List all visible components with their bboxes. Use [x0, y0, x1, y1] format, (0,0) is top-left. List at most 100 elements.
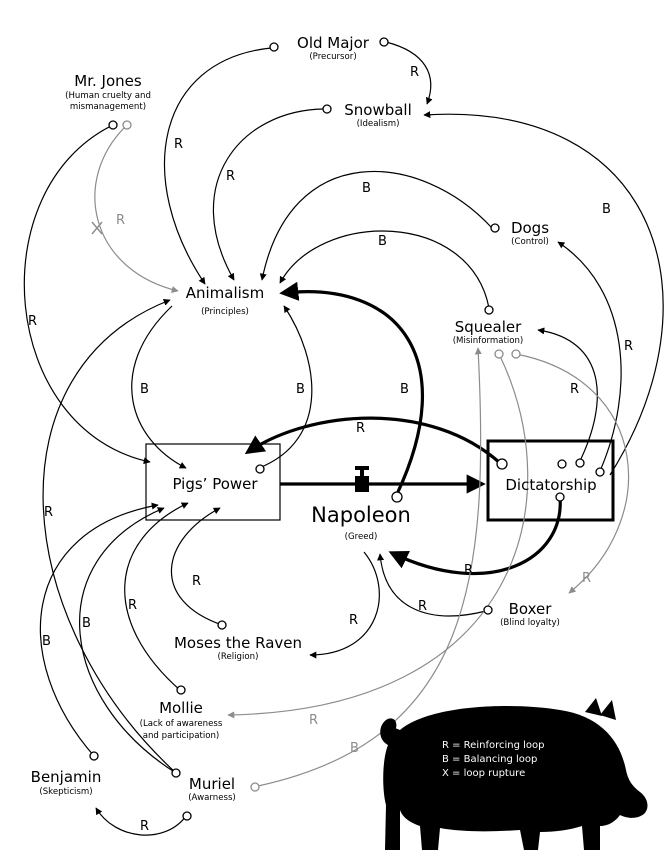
loop-label-r-grey: R: [582, 571, 591, 586]
loop-label-r: R: [464, 563, 473, 578]
origin-dot-dict-4: [595, 467, 605, 477]
animalism-desc: (Principles): [201, 307, 249, 317]
squealer-desc: (Misinformation): [453, 336, 524, 346]
origin-dot-moses: [217, 620, 227, 630]
link-snowball-animalism: [212, 108, 325, 281]
origin-dot-old-major-left: [269, 42, 279, 52]
loop-label-b: B: [378, 234, 387, 249]
loop-label-r: R: [624, 339, 633, 354]
link-dictatorship-pigspower: [244, 416, 502, 465]
dogs-name: Dogs: [511, 219, 549, 237]
link-dict-squealer: [537, 327, 598, 464]
mollie-name: Mollie: [159, 699, 203, 717]
origin-dot-mollie: [176, 685, 186, 695]
origin-dot-boxer: [483, 605, 493, 615]
legend-rupture: X = loop rupture: [442, 768, 525, 779]
link-napoleon-animalism: [279, 281, 424, 495]
loop-label-b-grey: B: [350, 741, 359, 756]
benjamin-desc: (Skepticism): [39, 787, 92, 797]
old-major-desc: (Precursor): [309, 52, 356, 62]
link-squealer-animalism: [279, 230, 490, 309]
loop-label-b: B: [82, 616, 91, 631]
loop-label-r: R: [192, 574, 201, 589]
loop-label-r: R: [44, 505, 53, 520]
animalism-name: Animalism: [186, 284, 265, 302]
loop-label-r: R: [356, 421, 365, 436]
origin-dot-dogs: [490, 223, 500, 233]
loop-label-b: B: [362, 181, 371, 196]
squealer-name: Squealer: [455, 318, 522, 336]
origin-dot-squealer-grey1: [494, 349, 504, 359]
origin-dot-snowball: [322, 104, 332, 114]
loop-label-b: B: [400, 382, 409, 397]
link-benjamin-pigspower: [39, 502, 159, 757]
link-oldmajor-snowball: [385, 41, 433, 105]
napoleon-desc: (Greed): [345, 532, 378, 542]
moses-name: Moses the Raven: [174, 634, 302, 652]
link-moses-pigspower: [170, 507, 223, 626]
link-muriel-animalism: [42, 299, 177, 774]
loop-label-r: R: [418, 599, 427, 614]
muriel-desc: (Awarness): [188, 793, 236, 803]
link-mrjones-animalism-ruptured: [94, 124, 179, 293]
loop-label-r-grey: R: [309, 713, 318, 728]
origin-dot-mrjones-black: [108, 120, 118, 130]
link-dict-snowball: [423, 111, 664, 476]
pig-silhouette: [380, 698, 648, 850]
link-pigspower-animalism: [258, 305, 313, 469]
boxer-desc: (Blind loyalty): [500, 618, 560, 628]
link-squealer-mollie: [227, 353, 529, 719]
link-squealer-boxer: [515, 353, 629, 594]
link-muriel-benjamin: [95, 807, 187, 836]
muriel-name: Muriel: [189, 775, 235, 793]
origin-dot-dict-3: [575, 458, 585, 468]
mollie-desc-1: (Lack of awareness: [140, 719, 223, 729]
origin-dot-napoleon: [391, 491, 403, 503]
loop-label-r-ruptured: R: [116, 213, 125, 228]
loop-label-r: R: [226, 169, 235, 184]
benjamin-name: Benjamin: [31, 768, 102, 786]
loop-label-r: R: [410, 65, 419, 80]
link-oldmajor-animalism: [163, 47, 272, 285]
origin-dot-mrjones-grey: [122, 120, 132, 130]
origin-dot-squealer-grey2: [511, 349, 521, 359]
loop-label-r: R: [570, 382, 579, 397]
napoleon-name: Napoleon: [311, 503, 411, 527]
mollie-desc-2: and participation): [143, 731, 220, 741]
moses-desc: (Religion): [218, 652, 259, 662]
link-muriel-squealer: [257, 347, 482, 787]
link-muriel-pigspower: [79, 507, 177, 774]
loop-label-r: R: [28, 314, 37, 329]
link-dictatorship-napoleon: [388, 496, 562, 576]
origin-dot-muriel-left: [171, 768, 181, 778]
mr-jones-desc-2: mismanagement): [70, 102, 146, 112]
loop-label-r: R: [140, 819, 149, 834]
dictatorship-box: [486, 439, 615, 522]
origin-dot-pigspower: [255, 464, 265, 474]
mr-jones-desc-1: (Human cruelty and: [65, 91, 151, 101]
valve-handle: [355, 466, 369, 470]
valve-stem: [360, 469, 364, 476]
origin-dot-dict-1: [496, 458, 508, 470]
link-mrjones-pigspower: [23, 124, 151, 465]
legend-reinforcing: R = Reinforcing loop: [442, 740, 545, 751]
dogs-desc: (Control): [511, 237, 549, 247]
legend-balancing: B = Balancing loop: [442, 754, 537, 765]
loop-label-r: R: [174, 137, 183, 152]
link-mollie-pigspower: [124, 502, 189, 692]
mr-jones-name: Mr. Jones: [74, 72, 142, 90]
pigs-power-name: Pigs’ Power: [172, 475, 258, 493]
rupture-x-mark: [91, 221, 103, 235]
old-major-name: Old Major: [297, 34, 370, 52]
loop-label-b: B: [602, 202, 611, 217]
loop-label-b: B: [140, 382, 149, 397]
origin-dot-old-major-right: [379, 37, 389, 47]
origin-dot-muriel-grey: [250, 782, 260, 792]
snowball-name: Snowball: [344, 101, 412, 119]
origin-dot-benjamin: [89, 751, 99, 761]
link-boxer-napoleon: [377, 553, 487, 617]
link-animalism-pigspower: [131, 305, 187, 469]
origin-dot-muriel-bottom: [182, 811, 192, 821]
link-dogs-animalism: [259, 170, 493, 281]
